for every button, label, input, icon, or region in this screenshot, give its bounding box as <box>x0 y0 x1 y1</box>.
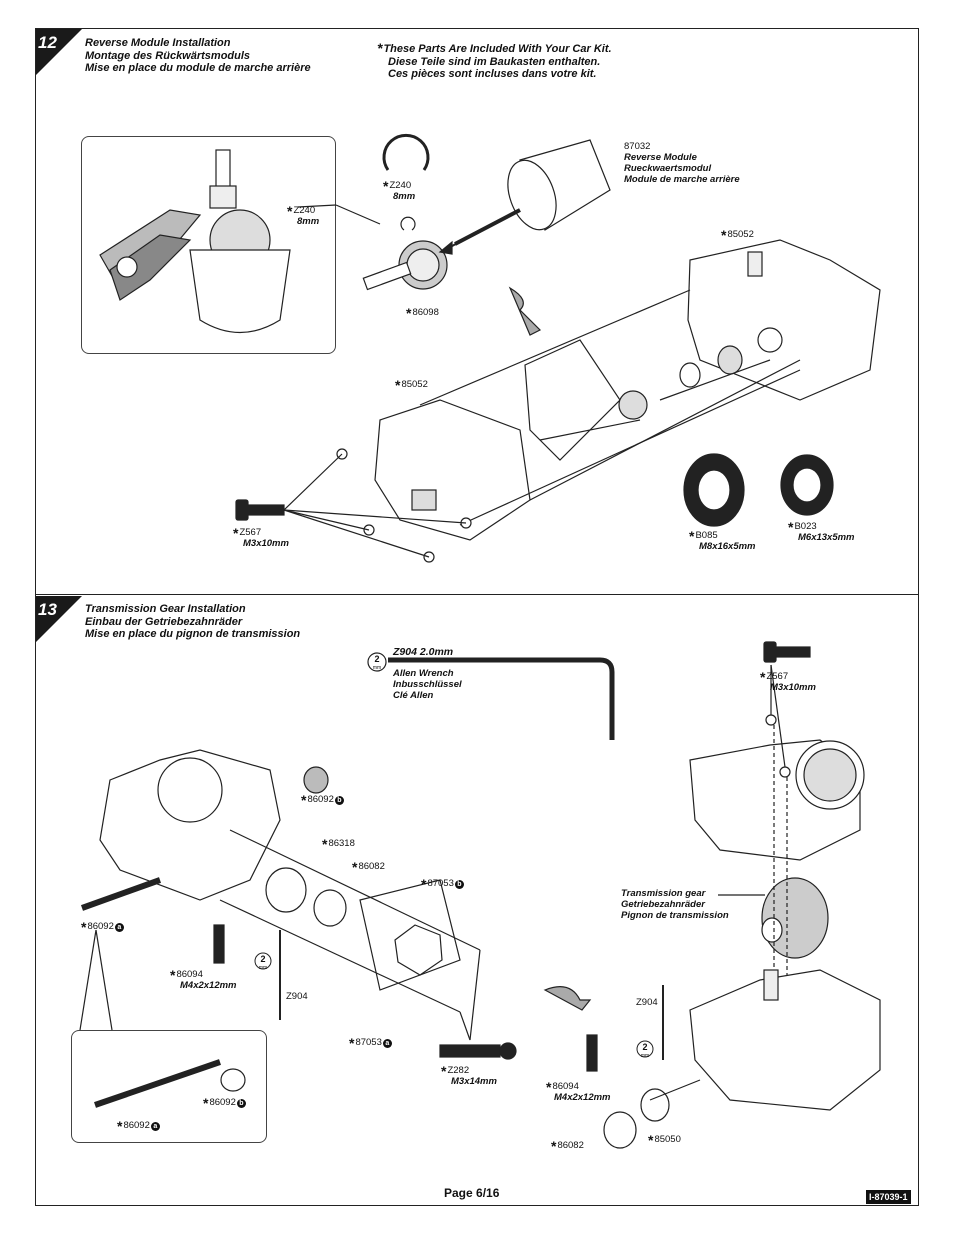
label-z904-left: Z904 <box>286 991 308 1002</box>
housing-85052-left <box>374 399 531 541</box>
label-z904-right: Z904 <box>636 997 658 1008</box>
step-12-badge <box>36 29 82 75</box>
page-frame <box>35 28 919 1206</box>
step-divider <box>35 594 919 595</box>
label-b023: *B023 M6x13x5mm <box>788 519 855 543</box>
hex-size-icon <box>254 952 272 970</box>
allen-wrench-z904 <box>388 657 615 740</box>
gearbox-right-top <box>689 739 865 861</box>
label-86082-mid: *86082 <box>352 859 385 875</box>
housing-85052-right <box>687 239 881 401</box>
label-z567-step13: *Z567 M3x10mm <box>760 669 816 693</box>
label-86094-right: *86094 M4x2x12mm <box>546 1079 611 1103</box>
label-z904-tool: Z904 2.0mm Allen Wrench Inbusschlüssel C… <box>393 646 462 702</box>
label-86098: *86098 <box>406 305 439 321</box>
label-85052-right: *85052 <box>721 227 754 243</box>
step-13-number: 13 <box>38 600 57 619</box>
star-icon: * <box>377 40 383 56</box>
label-85052-left: *85052 <box>395 377 428 393</box>
step-13-title: Transmission Gear Installation Einbau de… <box>85 603 301 640</box>
label-86318: *86318 <box>322 836 355 852</box>
page-number: Page 6/16 <box>444 1186 500 1200</box>
step-13-badge <box>36 596 82 642</box>
pliers-drawing <box>99 149 291 334</box>
label-z240: *Z240 8mm <box>383 178 416 202</box>
label-transmission-gear: Transmission gear Getriebezahnräder Pign… <box>621 888 729 921</box>
kit-note: *These Parts Are Included With Your Car … <box>377 40 612 80</box>
label-86082-right: *86082 <box>551 1138 584 1154</box>
gearbox-left <box>80 749 281 911</box>
label-z240-inset: *Z240 8mm <box>287 203 320 227</box>
label-z567-step12: *Z567 M3x10mm <box>233 525 289 549</box>
reverse-module-87032 <box>454 139 611 246</box>
label-85050: *85050 <box>648 1132 681 1148</box>
hex-size-icon <box>636 1040 654 1058</box>
document-id: I-87039-1 <box>866 1190 911 1204</box>
circlip-z240 <box>382 133 430 171</box>
label-z282: *Z282 M3x14mm <box>441 1063 497 1087</box>
step-12-number: 12 <box>38 33 57 52</box>
transmission-gear <box>761 877 829 959</box>
label-87032: 87032 Reverse Module Rueckwaertsmodul Mo… <box>624 141 740 185</box>
gearbox-right-bottom <box>689 969 881 1111</box>
gear-86098 <box>362 240 448 291</box>
step-12-title: Reverse Module Installation Montage des … <box>85 37 311 74</box>
label-b085: *B085 M8x16x5mm <box>689 528 756 552</box>
label-86094-left: *86094 M4x2x12mm <box>170 967 237 991</box>
